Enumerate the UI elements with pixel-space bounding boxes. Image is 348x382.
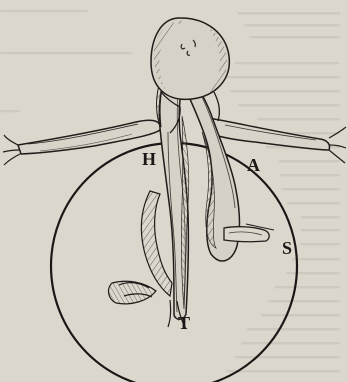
label-a: A — [247, 156, 260, 174]
label-h: H — [142, 150, 156, 168]
left-arm — [3, 120, 160, 165]
label-t: T — [178, 314, 190, 332]
label-s: S — [282, 239, 292, 257]
s-structure — [224, 224, 274, 242]
